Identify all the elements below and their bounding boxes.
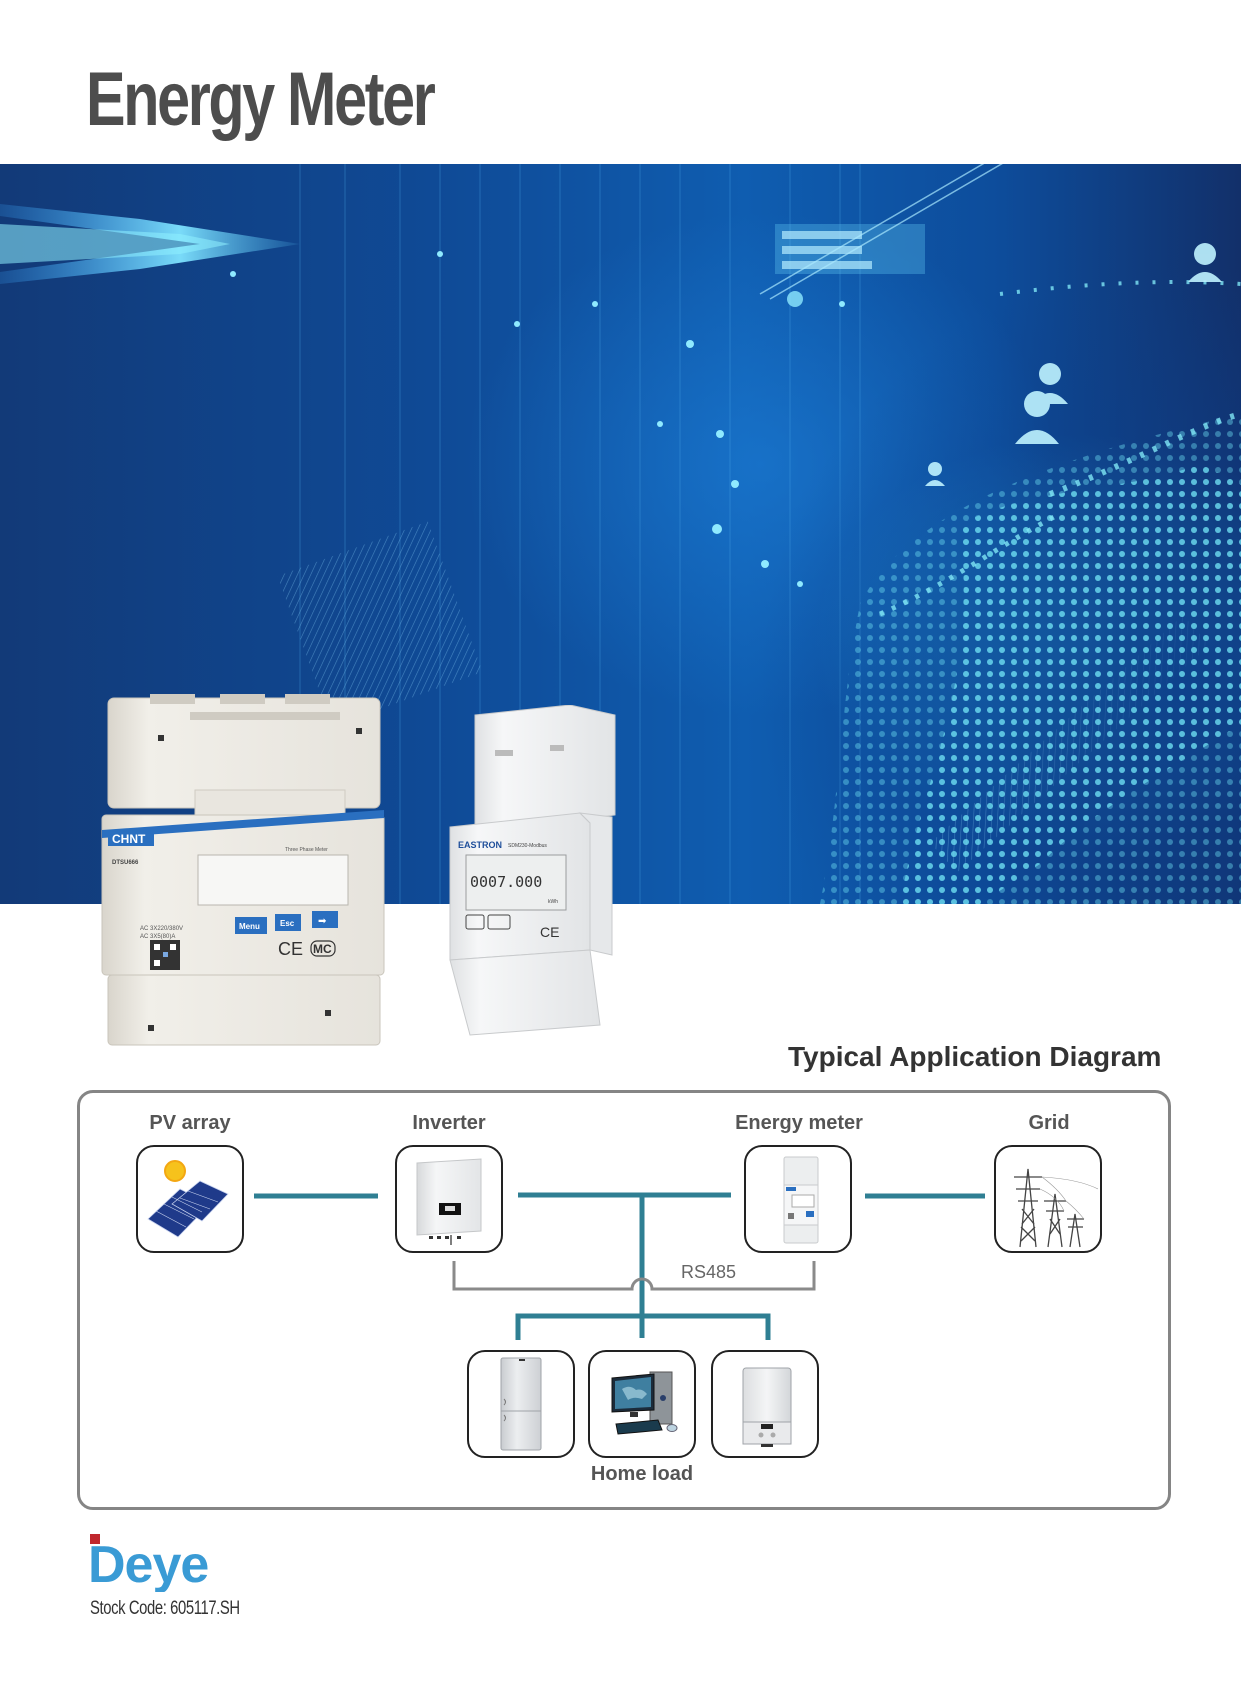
chnt-rating-2: AC 3X5(80)A	[140, 934, 175, 940]
pv-array-label: PV array	[149, 1112, 231, 1134]
hero-banner	[0, 164, 1241, 904]
qr-code-icon	[150, 940, 180, 970]
chnt-brand: CHNT	[112, 832, 146, 846]
deye-logo: Deye	[88, 1532, 248, 1594]
power-tower-icon	[1014, 1168, 1098, 1248]
refrigerator-icon	[500, 1357, 542, 1451]
rs485-label: RS485	[681, 1262, 737, 1282]
single-phase-meter-photo: EASTRON SDM230-Modbus 0007.000 kWh CE	[440, 704, 620, 1040]
stock-code: Stock Code: 605117.SH	[90, 1598, 240, 1619]
arrow-chevrons	[0, 204, 300, 284]
application-diagram	[77, 1090, 1171, 1510]
eastron-brand: EASTRON	[458, 840, 502, 850]
energy-meter-icon	[783, 1156, 819, 1244]
logo-red-square	[90, 1534, 100, 1544]
chnt-esc-button: Esc	[280, 919, 295, 928]
inverter-icon	[416, 1158, 482, 1245]
chnt-next-button: ➡	[318, 916, 327, 927]
chnt-model: DTSU666	[112, 860, 139, 866]
chnt-menu-button: Menu	[239, 922, 260, 931]
water-heater-icon	[742, 1367, 792, 1447]
glow-dots	[230, 251, 845, 587]
home-load-boiler-node	[711, 1350, 819, 1458]
desktop-computer-icon	[611, 1371, 678, 1435]
home-load-fridge-node	[467, 1350, 575, 1458]
person-icons	[925, 243, 1222, 486]
eastron-model: SDM230-Modbus	[508, 843, 547, 849]
diagram-heading: Typical Application Diagram	[788, 1041, 1162, 1072]
meter-display-reading: 0007.000	[470, 873, 542, 891]
ce-mark: CE	[278, 939, 303, 959]
dotted-globe	[760, 264, 1241, 904]
mc-mark: MC	[313, 942, 332, 956]
pv-array-node	[136, 1145, 244, 1253]
chnt-subtitle: Three Phase Meter	[285, 847, 328, 853]
energy-meter-node	[744, 1145, 852, 1253]
home-branch-line	[515, 1313, 771, 1340]
circuit-globe-illustration	[0, 164, 1241, 904]
chnt-rating-1: AC 3X220/380V	[140, 926, 183, 932]
page-title: Energy Meter	[86, 57, 436, 142]
inverter-label: Inverter	[412, 1112, 486, 1134]
grid-label: Grid	[1028, 1112, 1070, 1134]
energy-meter-label: Energy meter	[735, 1112, 863, 1134]
inverter-node	[395, 1145, 503, 1253]
three-phase-meter-photo: CHNT DTSU666 Three Phase Meter AC 3X220/…	[100, 690, 385, 1050]
data-panel	[759, 164, 1003, 300]
meter-display-unit: kWh	[548, 899, 558, 905]
home-load-label: Home load	[590, 1463, 694, 1485]
rs485-cable	[452, 1261, 816, 1291]
grid-node	[994, 1145, 1102, 1253]
brand-name: Deye	[88, 1536, 208, 1592]
solar-panel-icon	[147, 1160, 229, 1238]
home-load-computer-node	[588, 1350, 696, 1458]
eastron-ce-mark: CE	[540, 924, 559, 940]
